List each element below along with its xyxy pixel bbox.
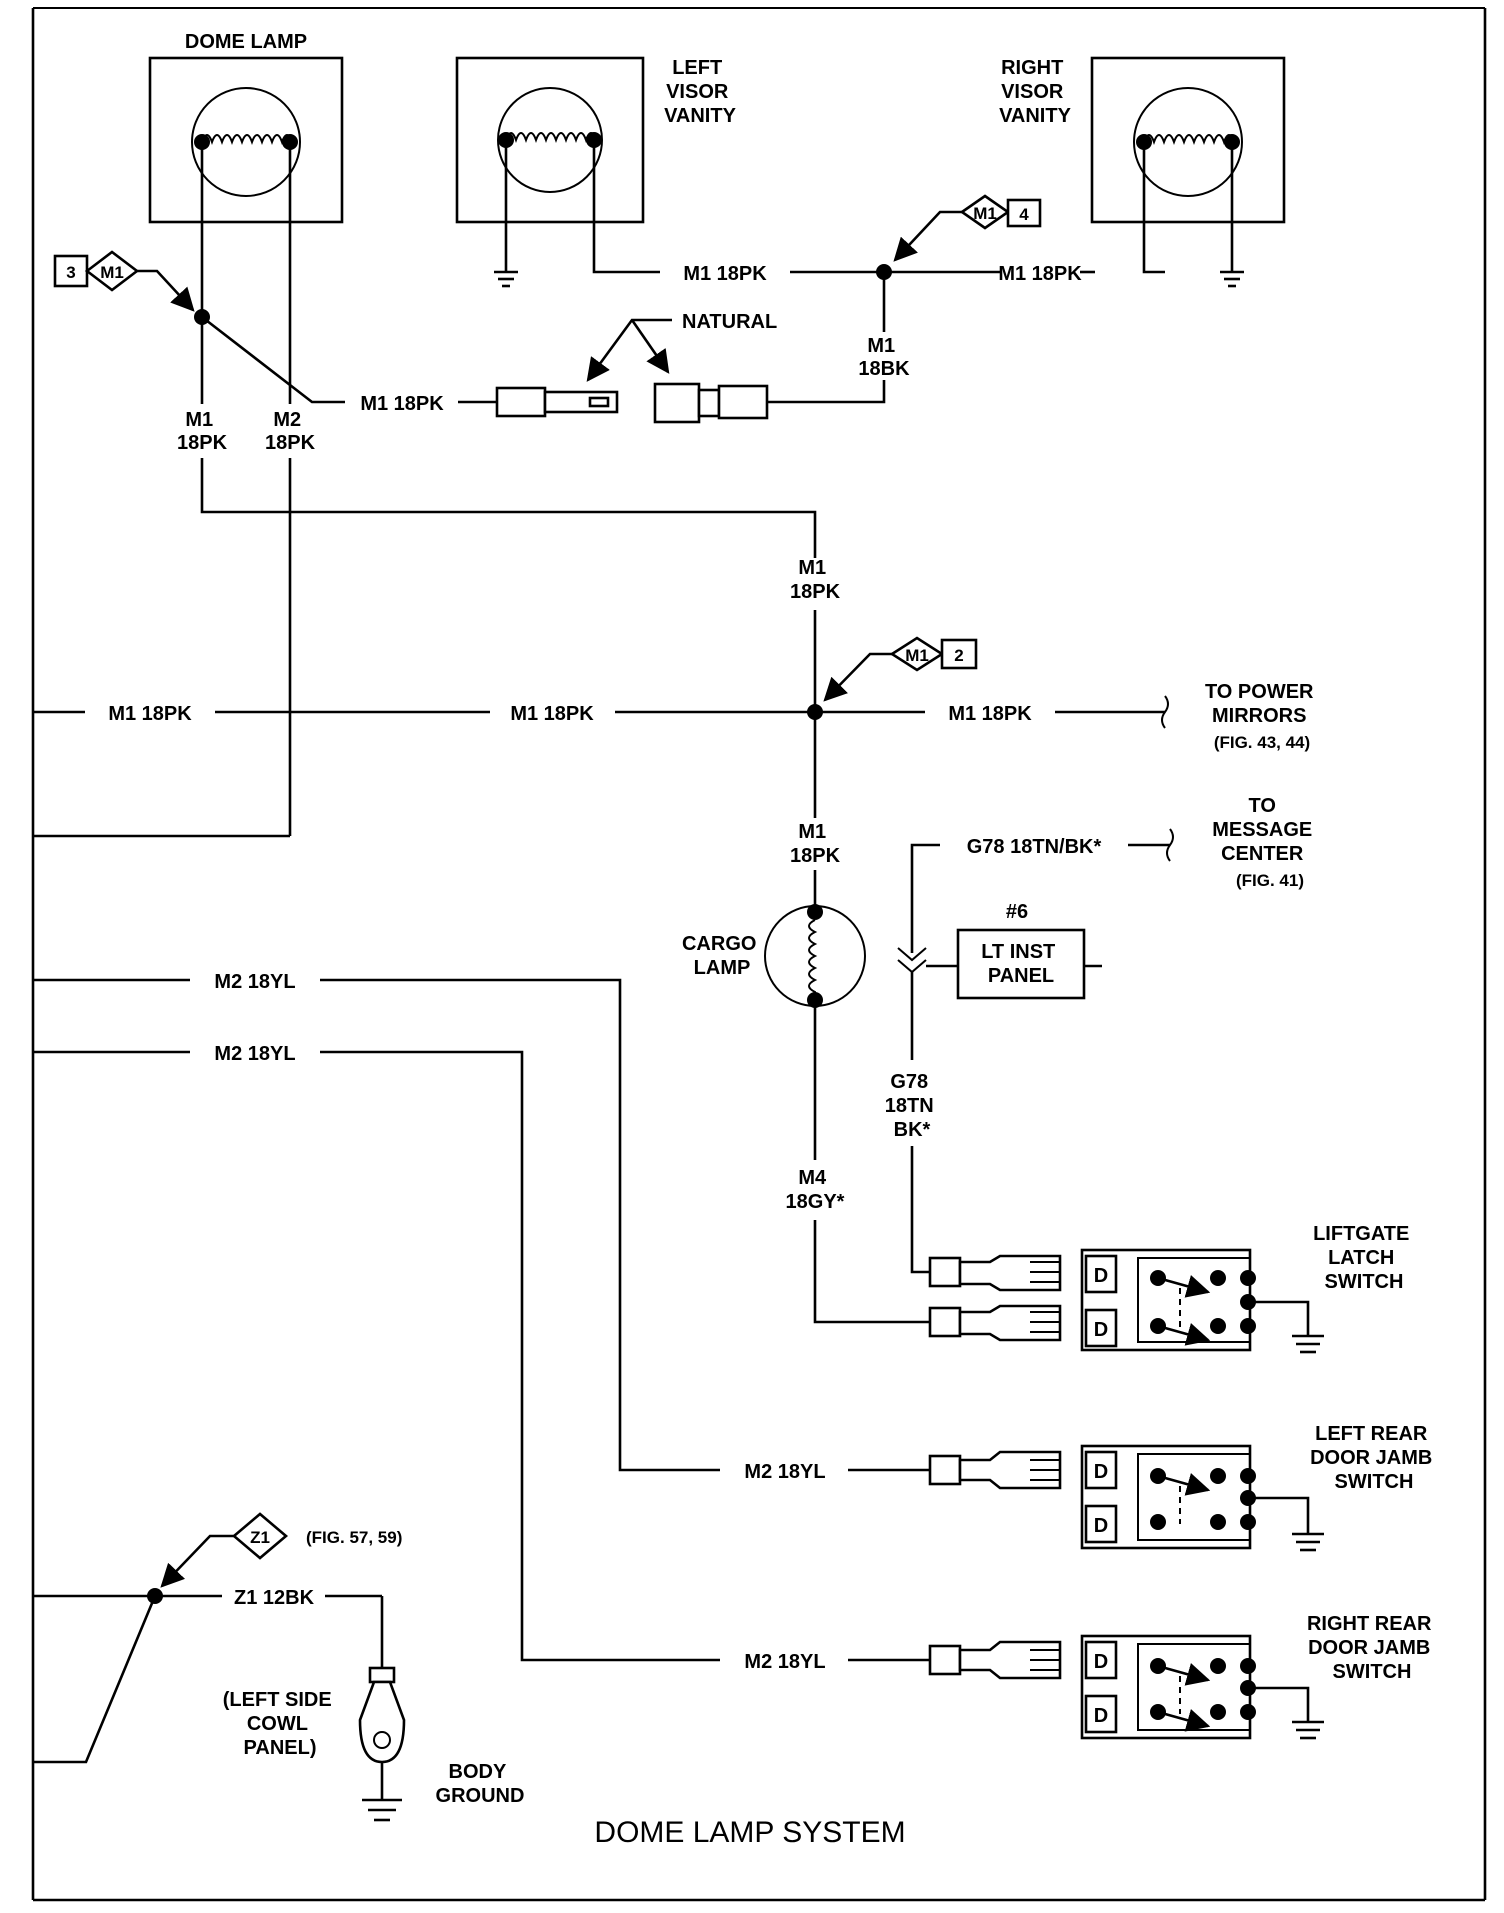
wire-label-visor-left: M1 18PK [683, 263, 767, 285]
wire-label-trunk-lower: M1 18PK [790, 821, 841, 867]
splice-m1-4: M1 4 [893, 194, 1042, 262]
right-rear-door-jamb-switch: D D RIGHT REAR DOOR JAMB SWITCH [1080, 1613, 1437, 1740]
svg-text:M1: M1 [973, 204, 997, 223]
right-visor-vanity-lamp: RIGHT VISOR VANITY [999, 56, 1286, 224]
dome-lamp-wiring: M1 18PK M1 18PK M2 18PK [33, 142, 817, 838]
to-power-mirrors-label: TO POWER MIRRORS (FIG. 43, 44) [1205, 681, 1319, 752]
svg-text:Z1: Z1 [250, 1528, 270, 1547]
svg-text:D: D [1094, 1265, 1108, 1287]
liftgate-connector [928, 1254, 1062, 1342]
left-rear-connector [928, 1450, 1062, 1490]
right-rear-connector [928, 1640, 1062, 1680]
z1-ground-wiring: Z1 12BK [33, 1587, 384, 1764]
body-ground-eyelet-icon [358, 1666, 406, 1822]
wire-label-m2-upper: M2 18YL [214, 971, 295, 993]
fuse-panel-label: LT INST PANEL [981, 941, 1061, 987]
body-ground-label: BODY GROUND [436, 1761, 525, 1807]
diagram-title: DOME LAMP SYSTEM [594, 1816, 905, 1849]
left-rear-door-wiring: M2 18YL M2 18YL [33, 971, 930, 1483]
left-rear-switch-label: LEFT REAR DOOR JAMB SWITCH [1310, 1423, 1438, 1493]
wire-label-g78-stack: G78 18TN BK* [885, 1071, 939, 1141]
splice-m1-3: 3 M1 [53, 250, 195, 312]
left-visor-ground-icon [494, 140, 518, 288]
wire-label-trunk-upper: M1 18PK [790, 557, 841, 603]
svg-text:D: D [1094, 1651, 1108, 1673]
splice-m1-2: M1 2 [823, 636, 978, 702]
diagram-frame [31, 7, 1487, 1902]
to-message-center-label: TO MESSAGE CENTER (FIG. 41) [1212, 795, 1318, 890]
right-visor-ground-icon [1220, 142, 1244, 288]
natural-label: NATURAL [682, 311, 777, 333]
wire-label-dome-left: M1 18PK [177, 409, 228, 454]
lt-inst-panel-fuse: #6 LT INST PANEL [956, 901, 1102, 1000]
svg-text:M1: M1 [100, 263, 124, 282]
wire-label-m4: M4 18GY* [786, 1167, 845, 1213]
dome-lamp: DOME LAMP [148, 31, 344, 224]
splice-z1: Z1 (FIG. 57, 59) [160, 1512, 402, 1588]
wire-label-m2-lower: M2 18YL [214, 1043, 295, 1065]
cargo-lamp-label: CARGO LAMP [682, 933, 762, 979]
liftgate-latch-switch: D D LIFTGATE LATCH SWITCH [1080, 1223, 1415, 1354]
svg-text:D: D [1094, 1319, 1108, 1341]
natural-connector: NATURAL [495, 311, 777, 424]
svg-text:2: 2 [954, 646, 963, 665]
svg-text:D: D [1094, 1705, 1108, 1727]
wire-label-mid: M1 18PK [510, 703, 594, 725]
wire-label-m2-left-rear: M2 18YL [744, 1461, 825, 1483]
fuse-number: #6 [1006, 901, 1028, 923]
g78-circuit: G78 18TN/BK* G78 18TN BK* [885, 828, 1174, 1274]
wire-label-dome-m1: M1 18PK [360, 393, 444, 415]
wire-label-visor-right: M1 18PK [998, 263, 1082, 285]
wire-label-g78-inline: G78 18TN/BK* [967, 836, 1102, 858]
dome-lamp-label: DOME LAMP [185, 31, 307, 53]
svg-text:D: D [1094, 1461, 1108, 1483]
cargo-lamp: CARGO LAMP M4 18GY* [682, 904, 930, 1324]
right-rear-door-wiring: M2 18YL M2 18YL [33, 1043, 930, 1673]
svg-text:3: 3 [66, 263, 75, 282]
left-rear-door-jamb-switch: D D LEFT REAR DOOR JAMB SWITCH [1080, 1423, 1438, 1552]
svg-text:4: 4 [1019, 205, 1029, 224]
svg-text:M1: M1 [905, 646, 929, 665]
wire-label-to-mirrors: M1 18PK [948, 703, 1032, 725]
liftgate-switch-label: LIFTGATE LATCH SWITCH [1313, 1223, 1415, 1293]
svg-text:D: D [1094, 1515, 1108, 1537]
visor-feed-wiring: M1 18PK M1 18PK M1 18BK [592, 140, 1165, 404]
m1-main-trunk: M1 18PK M1 18PK M1 18PK M1 18PK M1 18PK [33, 557, 1169, 912]
wire-label-z1: Z1 12BK [234, 1587, 315, 1609]
wire-label-m2-right-rear: M2 18YL [744, 1651, 825, 1673]
left-visor-label: LEFT VISOR VANITY [664, 57, 737, 127]
wire-label-left-edge: M1 18PK [108, 703, 192, 725]
z1-fig-ref: (FIG. 57, 59) [306, 1528, 402, 1547]
ground-location-label: (LEFT SIDE COWL PANEL) [223, 1689, 337, 1759]
right-rear-switch-label: RIGHT REAR DOOR JAMB SWITCH [1307, 1613, 1437, 1683]
left-visor-vanity-lamp: LEFT VISOR VANITY [455, 56, 737, 224]
wire-label-dome-right: M2 18PK [265, 409, 316, 454]
right-visor-label: RIGHT VISOR VANITY [999, 57, 1072, 127]
wire-label-m1-18bk: M1 18BK [858, 335, 910, 380]
